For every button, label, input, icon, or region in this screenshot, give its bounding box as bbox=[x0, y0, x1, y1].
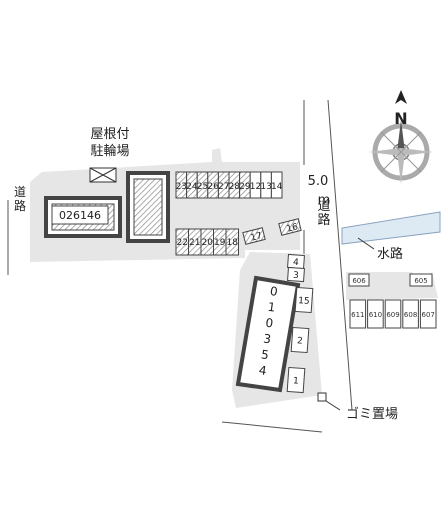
building-south bbox=[235, 275, 301, 393]
parking-slot-number: 2 bbox=[297, 336, 303, 346]
road-main-edge-right bbox=[327, 99, 353, 411]
compass-needle-w bbox=[369, 148, 401, 156]
bike-lot bbox=[367, 299, 384, 329]
bike-lot bbox=[348, 273, 370, 287]
bike-lot bbox=[402, 299, 419, 329]
compass-n-label: N bbox=[394, 109, 407, 128]
parking-slot-number: 1 bbox=[293, 376, 299, 386]
road-left-label: 道路 bbox=[14, 185, 26, 213]
parking-slot-number: 23 bbox=[176, 182, 187, 192]
bike-shed-cross-b bbox=[89, 167, 117, 183]
garbage-box bbox=[317, 392, 327, 402]
parking-slot-number: 28 bbox=[229, 182, 241, 192]
road-bottom-line bbox=[221, 421, 323, 433]
garbage-leader bbox=[325, 400, 341, 411]
waterway-leader bbox=[357, 237, 375, 250]
garbage-label: ゴミ置場 bbox=[346, 406, 398, 422]
parking-slot-east: 15 bbox=[294, 286, 314, 314]
compass bbox=[369, 120, 433, 184]
parking-slot-number: 4 bbox=[293, 258, 300, 268]
parking-slot-number: 29 bbox=[239, 182, 251, 192]
parking-slot-number: 12 bbox=[250, 182, 261, 192]
road-main-label: 道路 bbox=[317, 199, 330, 228]
parking-slot-number: 27 bbox=[218, 182, 229, 192]
bike-lot-number: 608 bbox=[404, 311, 417, 319]
parking-column-east: 4 3 15 2 1 bbox=[286, 253, 314, 394]
bike-lot bbox=[349, 299, 367, 329]
parking-slot-number: 18 bbox=[227, 238, 239, 248]
parking-slot-number: 16 bbox=[286, 222, 300, 235]
bike-lot-number: 605 bbox=[414, 277, 427, 285]
bike-lot bbox=[409, 273, 433, 287]
parking-slot-number: 17 bbox=[250, 231, 264, 243]
parking-slot-number: 24 bbox=[186, 182, 198, 192]
compass-diag-b bbox=[380, 131, 422, 173]
parking-slot-number: 26 bbox=[207, 182, 219, 192]
parking-slot-east: 1 bbox=[286, 366, 306, 394]
building-west-code-box bbox=[51, 205, 109, 225]
road-main-width: 5.0 bbox=[308, 174, 329, 189]
parking-slot-east: 2 bbox=[290, 326, 310, 354]
building-south-code: 010354 bbox=[258, 284, 279, 378]
parking-slot bbox=[225, 228, 239, 256]
bike-lot-number: 607 bbox=[422, 311, 435, 319]
bike-lot-number: 606 bbox=[352, 277, 366, 285]
parking-slot-number: 19 bbox=[214, 238, 226, 248]
north-arrow-icon bbox=[395, 90, 407, 104]
parking-slot-east: 3 bbox=[287, 266, 305, 283]
parking-slot-number: 20 bbox=[202, 238, 214, 248]
parking-slot-number: 21 bbox=[189, 238, 200, 248]
parking-slot-number: 14 bbox=[271, 182, 283, 192]
bike-lot-number: 609 bbox=[386, 311, 399, 319]
parking-slot-number: 25 bbox=[197, 182, 208, 192]
road-main-unit: m bbox=[318, 193, 331, 208]
compass-needle-n bbox=[397, 120, 405, 152]
bike-shed-label-2: 駐輪場 bbox=[90, 143, 129, 159]
parking-slot-number: 22 bbox=[177, 238, 188, 248]
parking-slot-number: 3 bbox=[293, 271, 299, 281]
building-center-inner bbox=[133, 178, 163, 236]
building-west-code: 026146 bbox=[59, 209, 101, 222]
parking-slot-east: 4 bbox=[287, 253, 305, 270]
bike-lot-number: 610 bbox=[369, 311, 382, 319]
compass-needle-s bbox=[397, 152, 405, 184]
parking-slot-angled: 16 bbox=[278, 218, 302, 236]
bike-lot-group: 606 605 611 610 609 608 607 bbox=[346, 272, 438, 329]
parking-slot-number: 15 bbox=[298, 296, 310, 307]
waterway-channel bbox=[341, 211, 441, 245]
parking-slot-number: 13 bbox=[260, 182, 271, 192]
bike-shed-label-1: 屋根付 bbox=[90, 127, 129, 142]
waterway-label: 水路 bbox=[377, 246, 403, 262]
bike-lot bbox=[384, 299, 402, 329]
compass-needle-e bbox=[401, 148, 433, 156]
parking-slot bbox=[270, 171, 283, 199]
bike-lot bbox=[419, 299, 437, 329]
parking-slot-angled: 17 bbox=[242, 227, 266, 245]
bike-lot-number: 611 bbox=[351, 311, 364, 319]
